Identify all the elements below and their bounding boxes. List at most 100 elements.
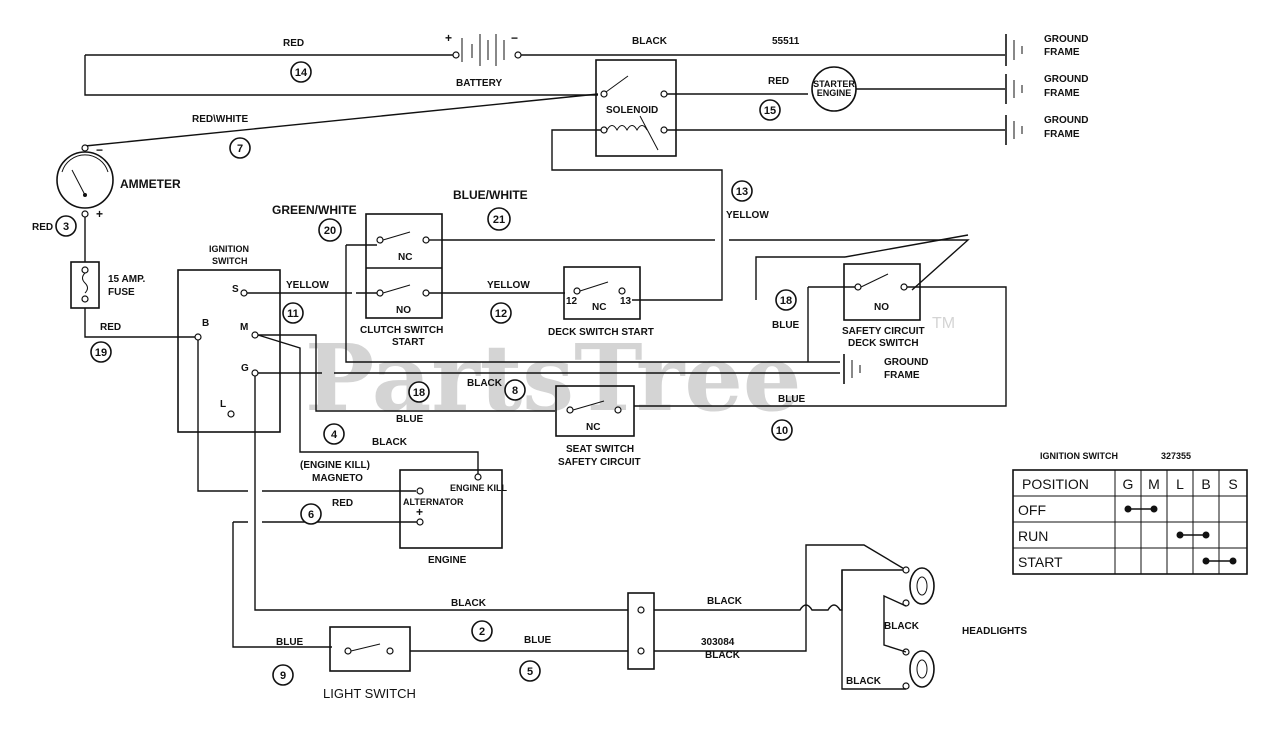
ign-l: L	[220, 399, 226, 410]
ammeter-plus: +	[96, 207, 103, 221]
wire-10-color: BLUE	[778, 394, 806, 405]
table-connection-dot	[1150, 505, 1158, 513]
ground-4-label: GROUND	[884, 357, 928, 368]
wire-12-color: YELLOW	[487, 280, 530, 291]
ign-g: G	[241, 363, 249, 374]
wire-2-callout	[471, 620, 493, 642]
wire-8-color: BLACK	[467, 378, 503, 389]
clutch-switch: NC NO CLUTCH SWITCH START	[360, 213, 443, 348]
table-title: IGNITION SWITCH	[1040, 451, 1118, 461]
wire-18b-color: BLUE	[396, 414, 424, 425]
table-row-run: RUN	[1018, 528, 1048, 544]
battery: + − BATTERY	[84, 31, 598, 96]
wire-black-top-label: BLACK	[632, 36, 668, 47]
frame-3-label: FRAME	[1044, 129, 1080, 140]
light-switch-label: LIGHT SWITCH	[323, 686, 416, 701]
table-part: 327355	[1161, 451, 1191, 461]
engine-kill-terminal: ENGINE KILL	[450, 483, 508, 493]
deck-label: DECK SWITCH START	[548, 327, 654, 338]
wire-20-number: 20	[324, 225, 336, 237]
solenoid: SOLENOID	[595, 59, 677, 157]
wire-14-callout	[290, 61, 312, 83]
wire-black-headlight-4: BLACK	[846, 676, 882, 687]
watermark-tm: TM	[932, 315, 955, 332]
wire-20-callout	[318, 218, 342, 242]
alternator-label: ALTERNATOR	[403, 497, 464, 507]
wire-3-color: RED	[32, 222, 53, 233]
ignition-label-1: IGNITION	[209, 244, 249, 254]
wire-4-callout	[323, 423, 345, 445]
wire-black-headlight-3: BLACK	[884, 621, 920, 632]
fuse: 15 AMP. FUSE	[70, 261, 145, 309]
wire-6-callout	[300, 503, 322, 525]
ignition-position-table: IGNITION SWITCH 327355 POSITION G M L B …	[1012, 451, 1248, 575]
battery-plus: +	[445, 31, 452, 45]
wire-2-number: 2	[479, 626, 485, 638]
seat-nc: NC	[586, 422, 600, 433]
wire-11-color: YELLOW	[286, 280, 329, 291]
engine-kill-label-1: (ENGINE KILL)	[300, 460, 370, 471]
wire-3-callout	[55, 215, 77, 237]
wire-12-callout	[490, 302, 512, 324]
wire-11-callout	[282, 302, 304, 324]
safety-circuit-deck-switch: NO SAFETY CIRCUIT DECK SWITCH	[842, 263, 925, 349]
wire-21-number: 21	[493, 214, 505, 226]
wire-8-number: 8	[512, 385, 518, 397]
seat-switch: NC SEAT SWITCH SAFETY CIRCUIT	[555, 385, 641, 468]
table-header-position: POSITION	[1022, 476, 1089, 492]
ground-frame-3: GROUND FRAME	[1005, 115, 1088, 145]
safety-label-2: DECK SWITCH	[848, 338, 919, 349]
table-connection-dot	[1176, 531, 1184, 539]
battery-minus: −	[511, 31, 518, 45]
wire-4-color: BLACK	[372, 437, 408, 448]
ground-2-label: GROUND	[1044, 74, 1088, 85]
engine-kill-label-2: MAGNETO	[312, 473, 363, 484]
wire-14-color: RED	[283, 38, 304, 49]
wire-2-color: BLACK	[451, 598, 487, 609]
battery-label: BATTERY	[456, 78, 502, 89]
part-303084: 303084	[701, 637, 735, 648]
wire-18a-callout	[775, 289, 797, 311]
table-header-g: G	[1123, 476, 1134, 492]
fuse-label-2: FUSE	[108, 287, 135, 298]
table-row-start: START	[1018, 554, 1063, 570]
wire-11-number: 11	[287, 308, 299, 320]
wire-9-color: BLUE	[276, 637, 304, 648]
watermark: PartsTree	[305, 324, 801, 432]
table-connections	[1124, 505, 1237, 565]
wire-9-number: 9	[280, 670, 286, 682]
safety-label-1: SAFETY CIRCUIT	[842, 326, 925, 337]
ammeter: − + AMMETER	[56, 143, 181, 221]
table-connection-dot	[1229, 557, 1237, 565]
wire-13-number: 13	[736, 186, 748, 198]
table-header-l: L	[1176, 476, 1184, 492]
clutch-no: NO	[396, 305, 411, 316]
table-connection-dot	[1124, 505, 1132, 513]
ign-m: M	[240, 322, 248, 333]
ammeter-minus: −	[96, 143, 103, 157]
wire-19-color: RED	[100, 322, 121, 333]
frame-4-label: FRAME	[884, 370, 920, 381]
table-connection-dot	[1202, 531, 1210, 539]
wire-18a-color: BLUE	[772, 320, 800, 331]
wire-19-callout	[90, 341, 112, 363]
wire-12-number: 12	[495, 308, 507, 320]
wire-19-number: 19	[95, 347, 107, 359]
ground-1-label: GROUND	[1044, 34, 1088, 45]
wire-10-number: 10	[776, 425, 788, 437]
starter-label-2: ENGINE	[817, 88, 852, 98]
clutch-label-1: CLUTCH SWITCH	[360, 325, 443, 336]
wire-18a-number: 18	[780, 295, 792, 307]
wire-10-callout	[771, 419, 793, 441]
ignition-label-2: SWITCH	[212, 256, 248, 266]
wire-13-callout	[731, 180, 753, 202]
wire-7-number: 7	[237, 143, 243, 155]
ammeter-label: AMMETER	[120, 177, 181, 191]
wire-7-color: RED\WHITE	[192, 114, 248, 125]
engine-label: ENGINE	[428, 555, 467, 566]
wire-8-callout	[504, 379, 526, 401]
ground-frame-4: GROUND FRAME	[843, 354, 928, 384]
wire-7-callout	[229, 137, 251, 159]
connector-block	[627, 592, 655, 670]
ign-b: B	[202, 318, 209, 329]
